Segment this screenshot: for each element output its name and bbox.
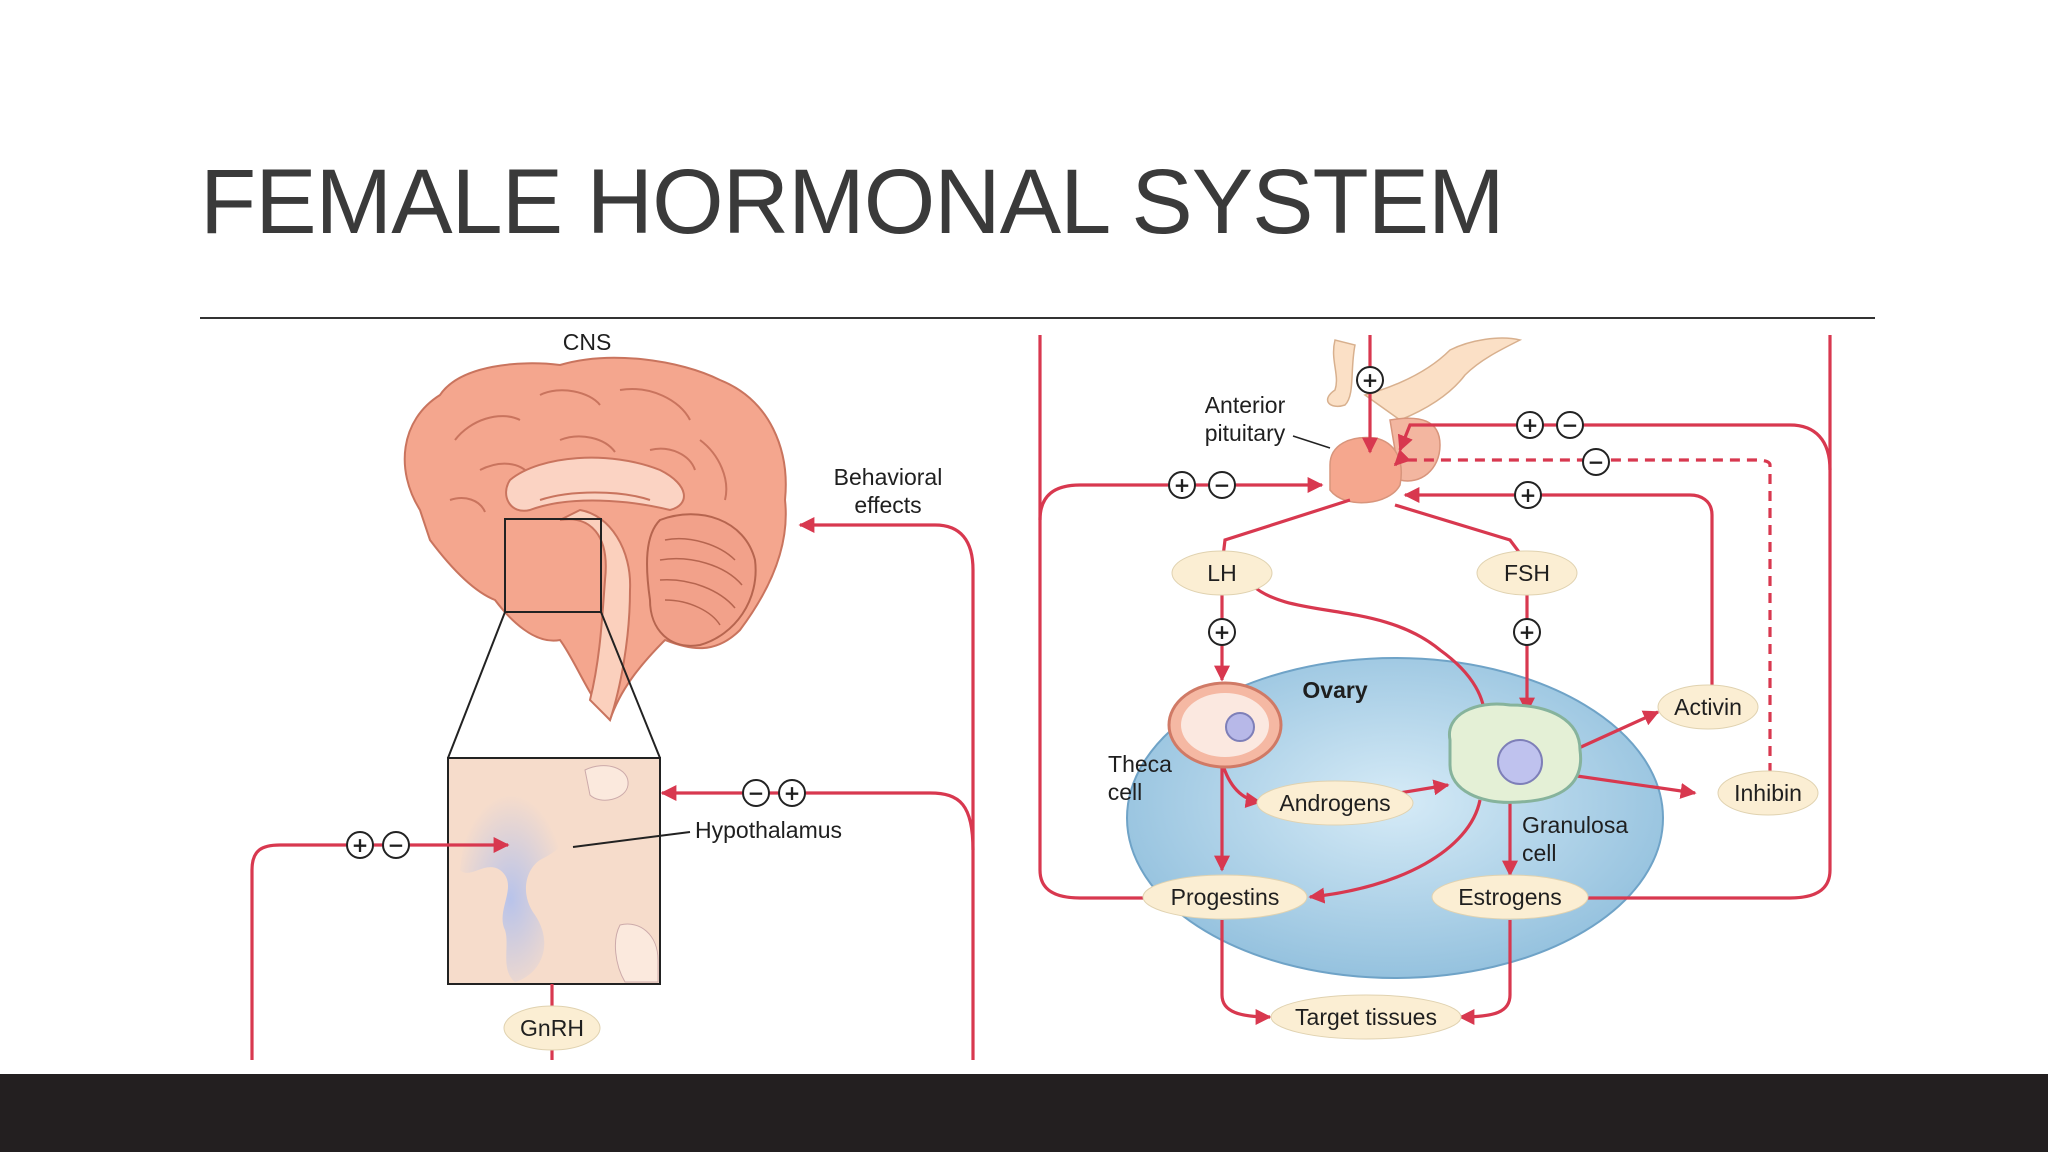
theca-label: Theca bbox=[1108, 751, 1172, 777]
minus-symbol: − bbox=[382, 831, 410, 859]
plus-symbol: + bbox=[1514, 481, 1542, 509]
svg-text:+: + bbox=[1214, 620, 1231, 644]
svg-text:−: − bbox=[1588, 450, 1605, 474]
minus-symbol: − bbox=[1582, 448, 1610, 476]
svg-text:−: − bbox=[748, 781, 765, 805]
minus-symbol: − bbox=[1208, 471, 1236, 499]
plus-symbol: + bbox=[1356, 366, 1384, 394]
svg-text:+: + bbox=[784, 781, 801, 805]
estrogens-pill: Estrogens bbox=[1431, 874, 1589, 920]
gnrh-pill: GnRH bbox=[503, 1005, 601, 1051]
granulosa-cell bbox=[1448, 702, 1583, 804]
svg-text:−: − bbox=[388, 833, 405, 857]
activin-pill: Activin bbox=[1657, 684, 1759, 730]
fsh-label: FSH bbox=[1504, 560, 1550, 586]
activin-label: Activin bbox=[1674, 694, 1742, 720]
cns-label: CNS bbox=[563, 329, 612, 355]
hypothalamus-label: Hypothalamus bbox=[695, 817, 842, 843]
progestins-label: Progestins bbox=[1171, 884, 1280, 910]
pituitary-label: pituitary bbox=[1205, 420, 1286, 446]
slide-title: FEMALE HORMONAL SYSTEM bbox=[200, 151, 1505, 253]
plus-symbol: + bbox=[346, 831, 374, 859]
effects-label: effects bbox=[854, 492, 921, 518]
svg-text:+: + bbox=[1522, 413, 1539, 437]
right-arrows bbox=[1038, 335, 1832, 1025]
theca-cell bbox=[1167, 681, 1283, 769]
granulosa-label: Granulosa bbox=[1522, 812, 1628, 838]
plus-symbol: + bbox=[1208, 618, 1236, 646]
minus-symbol: − bbox=[742, 779, 770, 807]
lh-pill: LH bbox=[1171, 550, 1273, 596]
granulosa-cell-label: cell bbox=[1522, 840, 1557, 866]
theca-cell-label: cell bbox=[1108, 779, 1143, 805]
hormonal-diagram: − + + − CNS Behavioral effects Hypothala… bbox=[250, 329, 1832, 1060]
svg-text:+: + bbox=[1174, 473, 1191, 497]
behavioral-label: Behavioral bbox=[834, 464, 943, 490]
estrogens-label: Estrogens bbox=[1458, 884, 1562, 910]
fsh-pill: FSH bbox=[1476, 550, 1578, 596]
lh-label: LH bbox=[1207, 560, 1236, 586]
minus-symbol: − bbox=[1556, 411, 1584, 439]
ovary-label: Ovary bbox=[1302, 677, 1367, 703]
left-feedback-arrows bbox=[250, 517, 975, 1060]
inhibin-label: Inhibin bbox=[1734, 780, 1802, 806]
title-divider bbox=[200, 317, 1875, 319]
right-feedback-symbols: + + − − + − + + + bbox=[1168, 366, 1610, 646]
target-tissues-label: Target tissues bbox=[1295, 1004, 1437, 1030]
svg-text:+: + bbox=[1362, 368, 1379, 392]
footer-bar bbox=[0, 1074, 2048, 1152]
target-tissues-pill: Target tissues bbox=[1270, 994, 1462, 1040]
anterior-label: Anterior bbox=[1205, 392, 1286, 418]
svg-text:+: + bbox=[1519, 620, 1536, 644]
svg-text:−: − bbox=[1562, 413, 1579, 437]
progestins-pill: Progestins bbox=[1142, 874, 1308, 920]
brain-illustration bbox=[403, 356, 787, 759]
androgens-pill: Androgens bbox=[1256, 780, 1414, 826]
plus-symbol: + bbox=[1168, 471, 1196, 499]
pituitary-illustration bbox=[1326, 337, 1523, 504]
plus-symbol: + bbox=[778, 779, 806, 807]
gnrh-label: GnRH bbox=[520, 1015, 584, 1041]
svg-text:+: + bbox=[1520, 483, 1537, 507]
left-feedback-symbols: − + + − bbox=[346, 779, 806, 859]
hypothalamus-zoom bbox=[447, 757, 691, 985]
svg-text:+: + bbox=[352, 833, 369, 857]
androgens-label: Androgens bbox=[1279, 790, 1390, 816]
svg-text:−: − bbox=[1214, 473, 1231, 497]
inhibin-pill: Inhibin bbox=[1717, 770, 1819, 816]
plus-symbol: + bbox=[1513, 618, 1541, 646]
plus-symbol: + bbox=[1516, 411, 1544, 439]
